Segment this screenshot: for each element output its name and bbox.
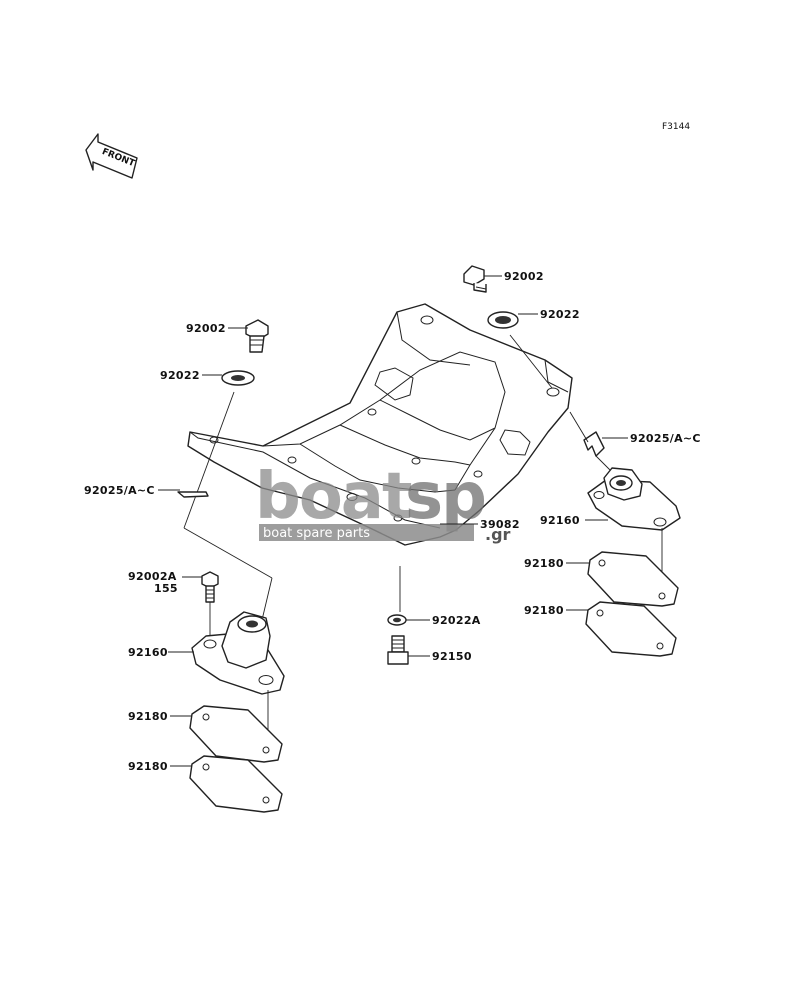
figure-code: F3144 [662,122,690,132]
callout-shim-plate-left-1: 92180 [128,710,168,723]
watermark-brand-left: boat [255,460,412,534]
washer-center [387,614,407,626]
shim-left [177,491,209,498]
watermark-brand-right: sp [405,460,485,534]
callout-bolt-top-left: 92002 [186,322,226,335]
callout-mount-right: 92160 [540,514,580,527]
callout-washer-center: 92022A [432,614,481,627]
callout-bolt-left-mount-size: 155 [154,582,178,595]
shim-right [583,431,605,457]
callout-washer-top-left: 92022 [160,369,200,382]
engine-mount-right [587,467,681,531]
bolt-left-mount [201,571,219,603]
shim-plate-left-2 [189,755,283,813]
bolt-center [387,635,409,665]
callout-shim-plate-right-2: 92180 [524,604,564,617]
washer-top-left [221,370,255,386]
callout-engine-bed: 39082 [480,518,520,531]
callout-bolt-top-right: 92002 [504,270,544,283]
callout-mount-left: 92160 [128,646,168,659]
engine-bed [187,303,573,546]
callout-shim-left: 92025/A~C [84,484,155,497]
callout-washer-top-right: 92022 [540,308,580,321]
callout-bolt-center: 92150 [432,650,472,663]
watermark-suffix: .gr [485,525,511,544]
bolt-top-left [245,319,269,353]
callout-shim-plate-left-2: 92180 [128,760,168,773]
watermark: boat sp .gr boat spare parts [255,460,511,544]
shim-plate-right-1 [587,551,679,607]
washer-top-right [487,311,519,329]
bolt-top-right [463,265,487,293]
shim-plate-right-2 [585,601,677,657]
watermark-tagline: boat spare parts [263,526,370,541]
callout-shim-plate-right-1: 92180 [524,557,564,570]
callout-shim-right: 92025/A~C [630,432,701,445]
callout-bolt-left-mount: 92002A [128,570,177,583]
front-arrow-icon: FRONT [85,133,138,179]
engine-mount-left [191,611,285,695]
shim-plate-left-1 [189,705,283,763]
